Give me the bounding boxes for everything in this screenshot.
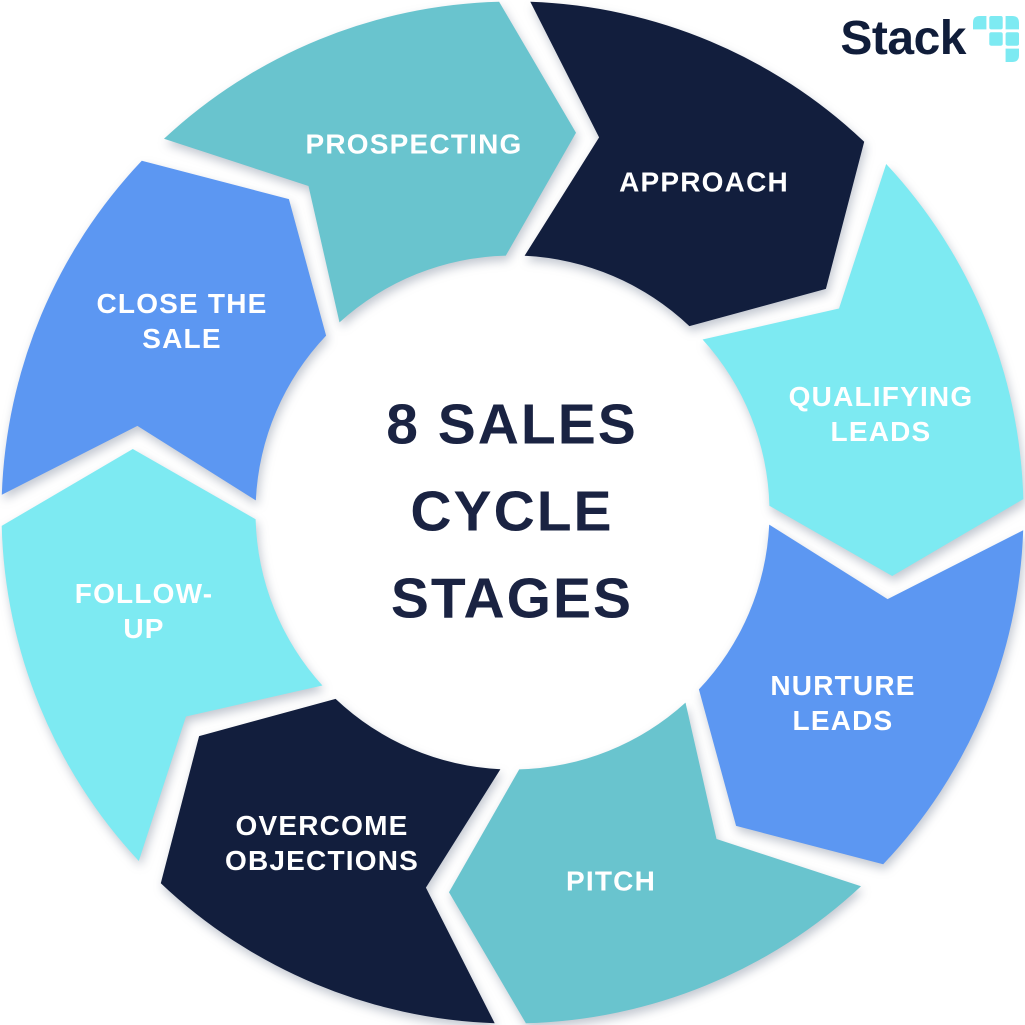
segment-label-approach: APPROACH	[619, 165, 789, 200]
center-title-line-1: 8 SALES	[386, 392, 638, 457]
segment-label-pitch: PITCH	[566, 864, 656, 899]
segment-label-prospecting: PROSPECTING	[305, 127, 522, 162]
segment-close-the-sale	[1, 160, 327, 501]
logo-cell-top-mid	[989, 16, 1003, 30]
segment-nurture-leads	[698, 524, 1024, 865]
segment-prospecting	[164, 1, 576, 323]
segment-label-close-the-sale-line-1: CLOSE THE	[96, 288, 268, 319]
center-title: 8 SALES CYCLE STAGES	[386, 382, 638, 643]
segment-label-overcome-objections: OVERCOME OBJECTIONS	[225, 808, 419, 878]
segment-pitch	[449, 702, 861, 1024]
segment-label-nurture-leads-line-2: LEADS	[792, 705, 894, 736]
stack-logo-icon	[973, 16, 1019, 62]
segment-label-qualifying-leads: QUALIFYING LEADS	[789, 379, 974, 449]
center-title-line-2: CYCLE	[410, 479, 614, 544]
logo-cell-bottom-right	[1005, 48, 1019, 62]
segment-follow-up	[1, 449, 323, 861]
segment-label-overcome-objections-line-2: OBJECTIONS	[224, 845, 420, 876]
center-title-line-3: STAGES	[390, 566, 634, 631]
segment-label-close-the-sale-line-2: SALE	[142, 323, 222, 354]
segment-label-prospecting-line-1: PROSPECTING	[305, 128, 523, 160]
segment-qualifying-leads	[702, 164, 1024, 576]
stack-logo: Stack	[840, 12, 1019, 66]
segment-label-nurture-leads-line-1: NURTURE	[770, 670, 916, 701]
logo-cell-top-left	[973, 16, 987, 30]
segment-label-pitch-line-1: PITCH	[566, 865, 656, 897]
stack-logo-text: Stack	[840, 12, 966, 65]
logo-cell-mid-mid	[989, 32, 1003, 46]
segment-label-approach-line-1: APPROACH	[619, 166, 789, 198]
segment-label-follow-up: FOLLOW- UP	[75, 576, 213, 646]
segment-label-overcome-objections-line-1: OVERCOME	[235, 810, 409, 841]
segment-label-qualifying-leads-line-2: LEADS	[830, 416, 932, 447]
logo-cell-mid-right	[1005, 32, 1019, 46]
segment-label-follow-up-line-1: FOLLOW-	[74, 578, 214, 609]
segment-label-close-the-sale: CLOSE THE SALE	[96, 286, 267, 356]
segment-approach	[524, 1, 865, 327]
logo-cell-top-right	[1005, 16, 1019, 30]
segment-label-nurture-leads: NURTURE LEADS	[770, 668, 915, 738]
segment-label-qualifying-leads-line-1: QUALIFYING	[788, 381, 974, 412]
segment-overcome-objections	[160, 698, 501, 1024]
segment-label-follow-up-line-2: UP	[123, 613, 165, 644]
